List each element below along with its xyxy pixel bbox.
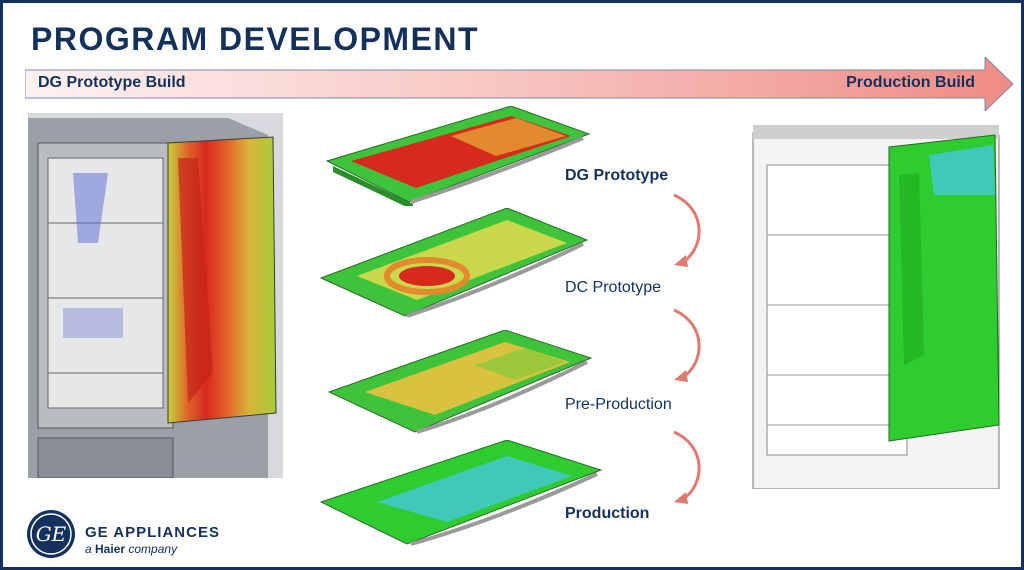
panel-render-dg-prototype	[325, 106, 591, 206]
stage-label-production: Production	[565, 505, 650, 522]
svg-text:GE: GE	[36, 522, 67, 546]
fridge-render-production	[749, 125, 1005, 489]
brand-tagline: a Haier company	[85, 542, 178, 556]
stage-label-dg-prototype: DG Prototype	[565, 167, 669, 184]
brand-name: GE APPLIANCES	[85, 524, 220, 541]
stage-label-dc-prototype: DC Prototype	[565, 279, 662, 296]
timeline-end-label: Production Build	[846, 74, 975, 91]
panel-render-pre-production	[327, 330, 593, 434]
fridge-render-dg-prototype	[28, 113, 283, 478]
timeline-arrow	[25, 57, 1014, 111]
stage-label-pre-production: Pre-Production	[565, 396, 672, 413]
ge-logo-icon: GE	[27, 510, 75, 558]
stage-transition-arrow	[673, 193, 701, 267]
stage-transition-arrow	[673, 430, 701, 504]
panel-render-production	[319, 440, 603, 546]
timeline-start-label: DG Prototype Build	[38, 74, 186, 91]
stage-transition-arrow	[673, 308, 701, 382]
panel-render-dc-prototype	[319, 208, 589, 318]
page-title: PROGRAM DEVELOPMENT	[31, 21, 480, 57]
